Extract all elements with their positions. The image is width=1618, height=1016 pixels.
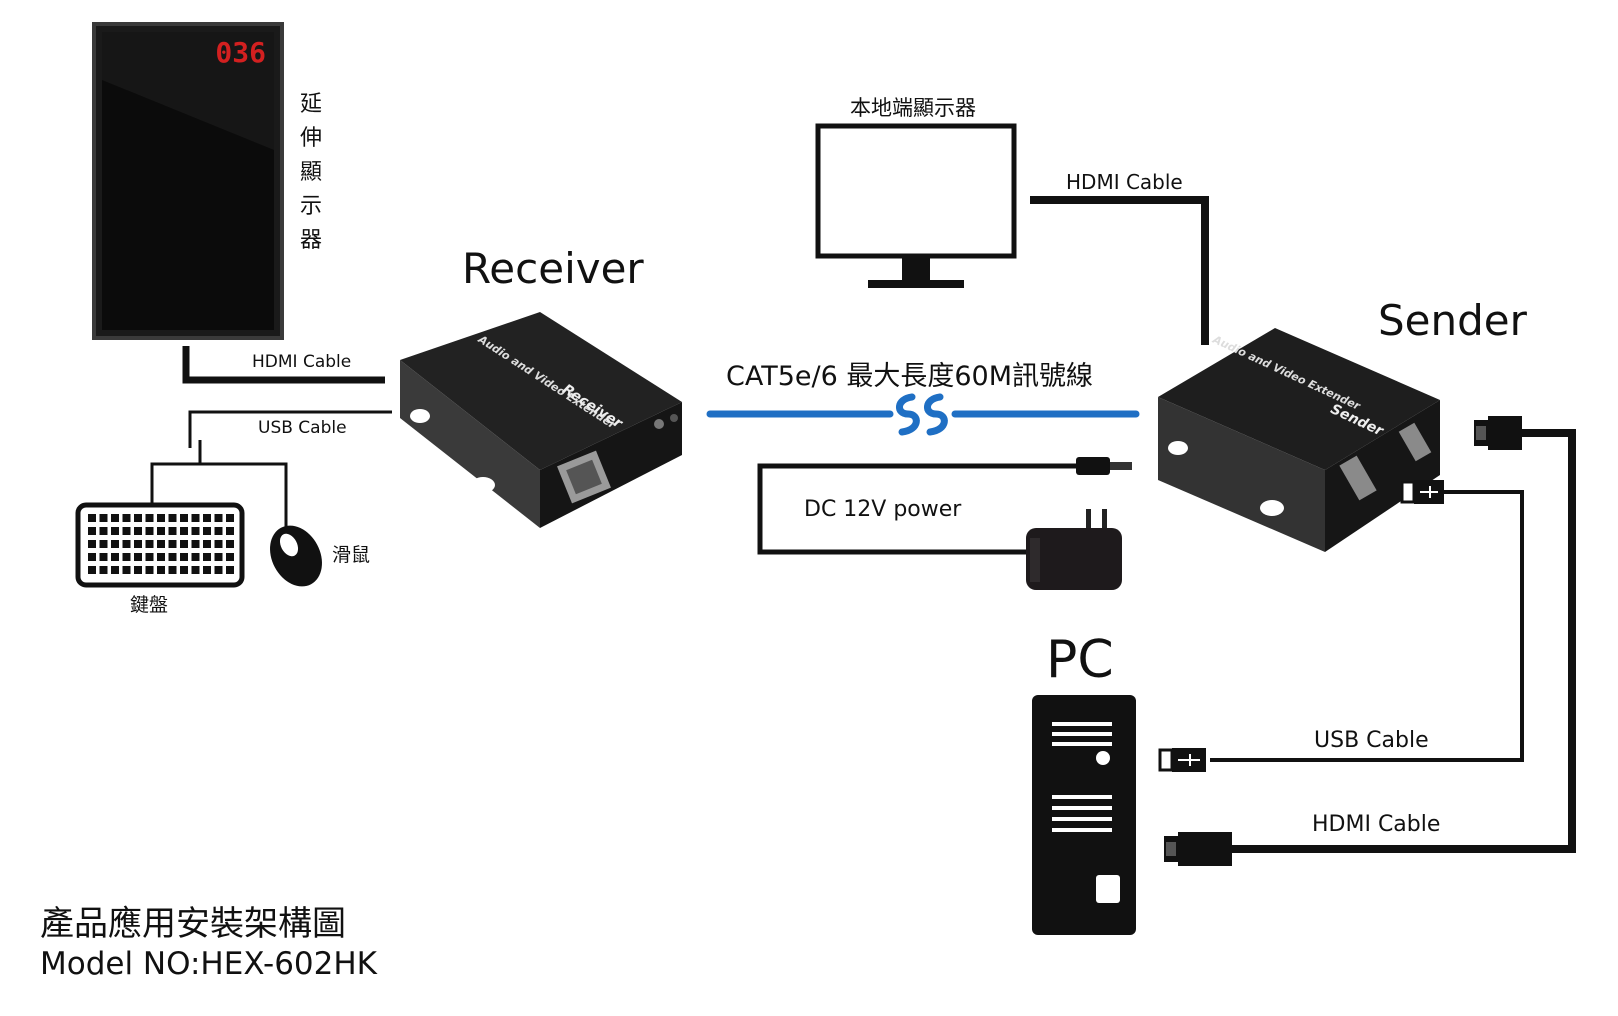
usb-cable-receiver: [188, 410, 392, 448]
power-adapter-icon: [1026, 509, 1122, 590]
hdmi-cable-receiver: [182, 346, 385, 384]
mouse-icon: [270, 525, 322, 587]
receiver-title: Receiver: [462, 244, 644, 293]
hdmi-cable-local: [1030, 196, 1209, 345]
remote-display: [92, 22, 284, 340]
pc-label: PC: [1046, 630, 1114, 690]
footer-title: 產品應用安裝架構圖: [40, 904, 346, 944]
dc-plug-icon: [1076, 457, 1132, 475]
sender-device: [1158, 328, 1440, 552]
local-display-icon: [815, 123, 1017, 288]
mouse-label: 滑鼠: [332, 544, 371, 566]
cable-break-icon: [896, 393, 920, 436]
hdmi-receiver-label: HDMI Cable: [252, 352, 352, 372]
usb-receiver-label: USB Cable: [258, 418, 347, 438]
hdmi-cable-pc: [1230, 429, 1576, 853]
cable-break-icon-2: [924, 393, 948, 436]
pc-hdmi-connector-icon: [1164, 832, 1232, 866]
remote-display-label: 延伸顯示器: [299, 92, 322, 253]
pc-tower-icon: [1032, 695, 1136, 935]
hdmi-pc-label: HDMI Cable: [1312, 812, 1441, 837]
display-counter: 036: [215, 36, 266, 69]
pc-usb-connector-icon: [1158, 748, 1206, 772]
receiver-device: [400, 312, 682, 528]
footer-model: Model NO:HEX-602HK: [40, 946, 378, 982]
keyboard-icon: [75, 502, 245, 588]
sender-title: Sender: [1378, 296, 1527, 345]
hdmi-local-label: HDMI Cable: [1066, 170, 1183, 194]
keyboard-label: 鍵盤: [130, 594, 169, 616]
usb-pc-label: USB Cable: [1314, 728, 1429, 753]
cat-link-label: CAT5e/6 最大長度60M訊號線: [726, 361, 1094, 392]
local-display-label: 本地端顯示器: [850, 96, 976, 120]
usb-cable-pc: [1210, 490, 1524, 762]
dc-power-cable: [757, 463, 1076, 555]
dc-power-label: DC 12V power: [804, 497, 962, 522]
hdmi-connector-icon: [1474, 416, 1522, 450]
usb-peripheral-branch: [150, 462, 288, 532]
usb-connector-icon: [1400, 480, 1444, 504]
